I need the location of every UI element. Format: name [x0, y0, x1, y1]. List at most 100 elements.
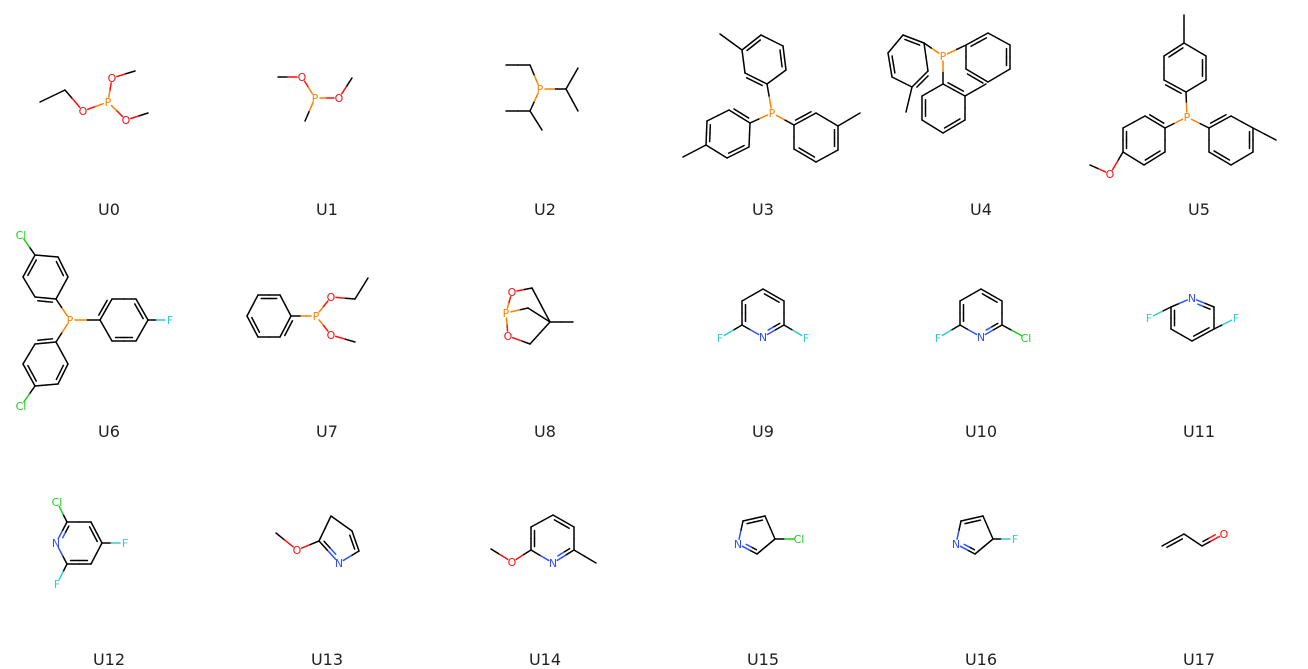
bond-line — [60, 269, 64, 276]
bond-line — [952, 119, 960, 124]
bond-line — [747, 522, 755, 524]
bond-line — [1184, 43, 1195, 50]
bond-line — [892, 77, 902, 82]
bond-line — [780, 50, 781, 58]
bond-line — [849, 113, 860, 120]
bond-line — [319, 320, 323, 326]
bond-line — [956, 87, 964, 91]
bond-line — [774, 323, 780, 326]
bond-line — [718, 110, 729, 116]
bond-line — [734, 109, 741, 114]
bond-line — [945, 123, 953, 128]
bond-line — [971, 42, 979, 46]
bond-line — [56, 262, 60, 269]
atom-label: F — [935, 332, 941, 345]
bond-line — [933, 127, 944, 134]
bond-line — [1175, 539, 1183, 543]
bond-line — [135, 304, 139, 311]
bond-line — [136, 331, 142, 342]
atom-label: P — [67, 314, 74, 327]
bond-line — [28, 268, 32, 276]
bond-line — [1166, 85, 1174, 89]
bond-line — [517, 290, 525, 292]
bond-line — [744, 62, 746, 74]
bond-line — [742, 295, 753, 301]
bond-line — [343, 556, 351, 561]
bond-line — [729, 149, 737, 153]
bond-line — [342, 524, 353, 532]
bond-line — [530, 102, 534, 111]
bond-line — [530, 65, 534, 75]
bond-line — [971, 289, 982, 295]
bond-line — [356, 541, 360, 551]
atom-label: F — [1012, 533, 1018, 546]
bond-line — [88, 107, 96, 110]
bond-line — [968, 550, 975, 554]
bond-line — [741, 521, 743, 530]
atom-label: F — [122, 537, 128, 550]
bond-line — [957, 45, 966, 49]
bond-line — [1134, 159, 1145, 166]
bond-line — [783, 46, 785, 58]
bond-line — [511, 310, 520, 312]
bond-line — [562, 524, 569, 528]
bond-line — [793, 330, 802, 335]
bond-line — [302, 545, 311, 549]
bond-line — [536, 121, 542, 131]
molecule-label: U0 — [0, 200, 218, 219]
molecule-label: U5 — [1090, 200, 1308, 219]
bond-line — [777, 70, 787, 77]
bond-line — [770, 528, 775, 540]
atom-label: F — [1146, 312, 1152, 325]
bond-line — [905, 39, 912, 42]
bond-line — [968, 74, 976, 79]
atom-label: P — [312, 92, 319, 105]
bond-line — [757, 547, 766, 555]
bond-line — [1167, 543, 1175, 547]
bond-line — [1191, 119, 1200, 123]
bond-line — [706, 145, 717, 152]
atom-label: P — [313, 310, 320, 323]
bond-line — [1098, 168, 1106, 171]
bond-line — [827, 120, 838, 127]
molecule-structure: POO — [436, 222, 654, 422]
bond-line — [750, 550, 757, 554]
bond-line — [1242, 122, 1253, 128]
bond-line — [310, 541, 319, 545]
bond-line — [724, 330, 733, 335]
bond-line — [892, 56, 893, 64]
atom-label: Cl — [52, 496, 63, 509]
bond-line — [992, 323, 998, 326]
bond-line — [352, 531, 356, 541]
bond-line — [63, 522, 67, 530]
atom-label: Cl — [16, 400, 27, 413]
bond-line — [29, 247, 35, 255]
bond-line — [975, 79, 983, 84]
bond-line — [979, 38, 987, 42]
bond-line — [1231, 159, 1242, 166]
bond-line — [742, 546, 749, 550]
bond-line — [914, 39, 925, 43]
bond-line — [1214, 151, 1222, 156]
atom-label: F — [717, 332, 723, 345]
bond-line — [513, 338, 522, 341]
bond-line — [286, 306, 292, 317]
bond-line — [1150, 115, 1157, 119]
bond-line — [990, 298, 997, 302]
bond-line — [695, 145, 707, 151]
bond-line — [97, 543, 103, 554]
bond-line — [717, 152, 728, 159]
bond-line — [961, 519, 972, 522]
bond-line — [1162, 307, 1171, 311]
